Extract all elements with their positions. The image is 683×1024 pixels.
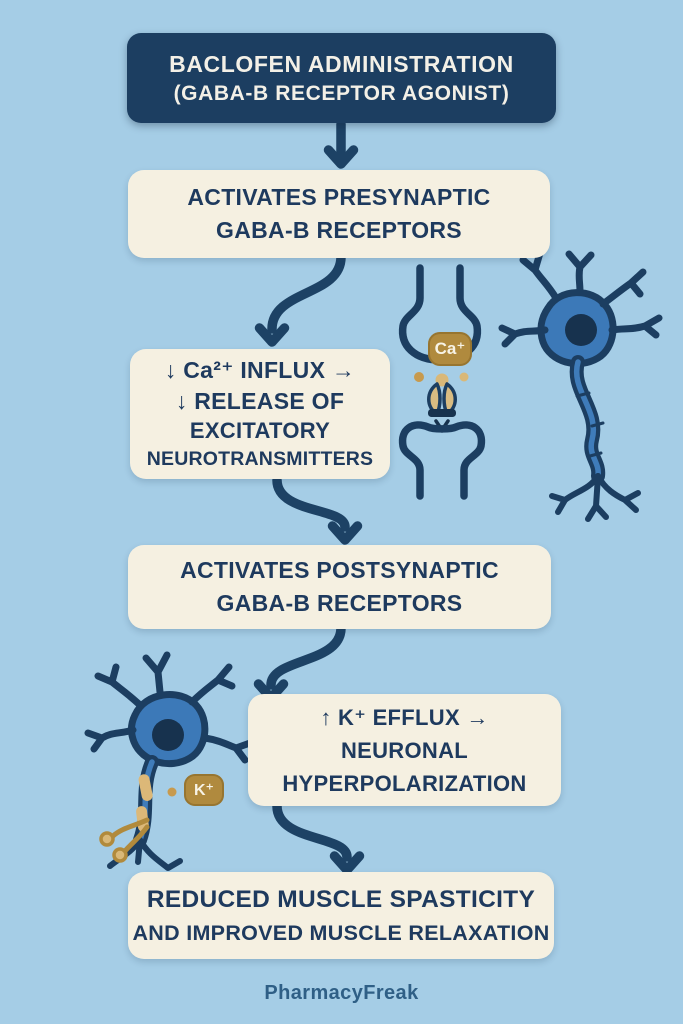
arrow-curve-left-1 — [254, 252, 346, 347]
step-k-line1: ↑ K⁺ EFFLUX → — [320, 704, 489, 730]
header-box: BACLOFEN ADMINISTRATION (GABA-B RECEPTOR… — [127, 33, 556, 123]
step-postsynaptic-line1: ACTIVATES POSTSYNAPTIC — [180, 557, 499, 583]
step-box-outcome: REDUCED MUSCLE SPASTICITY AND IMPROVED M… — [128, 872, 554, 959]
step-outcome-line2: AND IMPROVED MUSCLE RELAXATION — [132, 921, 550, 945]
synapse-illustration — [398, 264, 486, 500]
calcium-ion-badge: Ca⁺ — [428, 332, 472, 366]
axon-terminal-gold-icon — [99, 787, 177, 863]
arrow-curve-left-2 — [253, 623, 346, 703]
step-presynaptic-line1: ACTIVATES PRESYNAPTIC — [187, 184, 491, 210]
header-title: BACLOFEN ADMINISTRATION — [169, 50, 514, 77]
postsynaptic-spine-icon — [398, 421, 486, 500]
arrow-down-1 — [323, 119, 359, 169]
neuron-left-illustration — [84, 651, 254, 871]
potassium-ion-badge: K⁺ — [184, 774, 224, 806]
arrow-curve-right-2 — [272, 801, 365, 875]
step-postsynaptic-line2: GABA-B RECEPTORS — [216, 590, 463, 616]
step-outcome-line1: REDUCED MUSCLE SPASTICITY — [146, 886, 536, 913]
step-box-postsynaptic: ACTIVATES POSTSYNAPTIC GABA-B RECEPTORS — [128, 545, 551, 629]
step-ca-line1: ↓ Ca²⁺ INFLUX → — [164, 357, 356, 383]
receptor-icon — [427, 382, 457, 434]
brand-footer: PharmacyFreak — [264, 982, 419, 1004]
step-box-presynaptic: ACTIVATES PRESYNAPTIC GABA-B RECEPTORS — [128, 170, 550, 258]
step-k-line3: HYPERPOLARIZATION — [282, 770, 527, 796]
arrow-curve-right-1 — [272, 475, 363, 545]
step-box-ca-influx: ↓ Ca²⁺ INFLUX → ↓ RELEASE OF EXCITATORY … — [130, 349, 390, 479]
step-k-line2: NEURONAL — [340, 737, 469, 763]
vesicle-dots-icon — [414, 372, 469, 387]
step-ca-line4: NEUROTRANSMITTERS — [146, 448, 374, 470]
step-presynaptic-line2: GABA-B RECEPTORS — [216, 217, 462, 243]
step-ca-line2: ↓ RELEASE OF — [175, 388, 345, 414]
header-subtitle: (GABA-B RECEPTOR AGONIST) — [173, 81, 510, 105]
step-box-k-efflux: ↑ K⁺ EFFLUX → NEURONAL HYPERPOLARIZATION — [248, 694, 561, 806]
neuron-right-illustration — [498, 249, 663, 522]
step-ca-line3: EXCITATORY — [189, 418, 331, 443]
